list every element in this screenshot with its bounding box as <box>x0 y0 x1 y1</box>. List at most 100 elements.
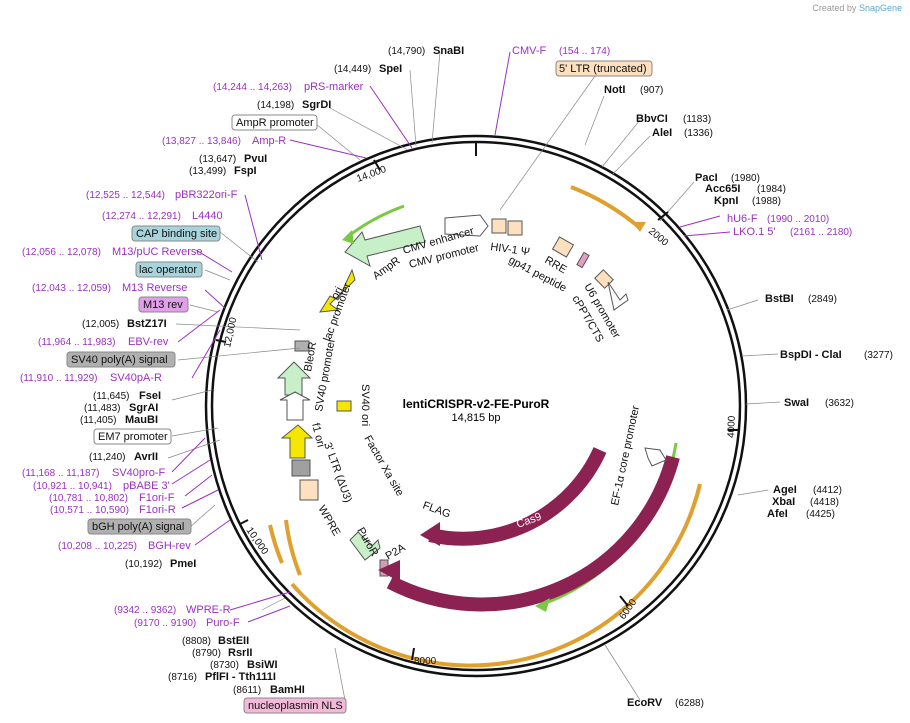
label-em7: EM7 promoter <box>98 431 168 443</box>
primer-prs-marker: pRS-marker <box>304 81 364 93</box>
enzyme-snabi: SnaBI <box>433 45 464 57</box>
feature-green-arrowhead <box>535 598 550 612</box>
orf-arc-right <box>290 483 702 668</box>
feature-ampR-arrow <box>344 225 426 268</box>
label-ori: ori <box>329 285 345 301</box>
label-nucleoplasmin-nls: nucleoplasmin NLS <box>248 700 343 712</box>
enzyme-spei: SpeI <box>379 63 402 75</box>
enzyme-pvui: PvuI <box>244 153 267 165</box>
enzyme-kpni: KpnI <box>714 195 738 207</box>
enzyme-pos-fsei: (11,645) <box>93 391 130 402</box>
feature-f1-ori-arrow <box>279 391 311 421</box>
tick-label-2000: 2000 <box>646 226 670 249</box>
box-bgh-polya <box>87 518 192 535</box>
feature-green-top-arrowhead <box>342 230 354 244</box>
tick-label-14000: 14,000 <box>355 164 388 185</box>
primer-pos-sv40pro-f: (11,168 .. 11,187) <box>22 468 99 479</box>
label-lac-operator: lac operator <box>139 264 197 276</box>
primer-pos-hu6-f: (1990 .. 2010) <box>767 214 829 225</box>
box-sv40-polya <box>66 351 176 368</box>
enzyme-fspi: FspI <box>234 165 257 177</box>
primer-sv40pro-f: SV40pro-F <box>112 467 165 479</box>
enzyme-pos-pvui: (13,647) <box>199 154 236 165</box>
enzyme-acc65i: Acc65I <box>705 183 740 195</box>
label-5ltr: 5' LTR (truncated) <box>559 63 646 75</box>
label-p2a: P2A <box>384 541 409 562</box>
enzyme-sgrdi: SgrDI <box>302 99 331 111</box>
primer-pbr322ori-f: pBR322ori-F <box>175 189 238 201</box>
feature-gp41 <box>576 251 590 269</box>
label-3ltr: 3' LTR (ΔU3) <box>321 441 354 504</box>
enzyme-bspdi-clai: BspDI - ClaI <box>780 349 842 361</box>
primer-pos-sv40pa-r: (11,910 .. 11,929) <box>20 373 97 384</box>
enzyme-pos-avrii: (11,240) <box>89 452 126 463</box>
label-bgh-polya: bGH poly(A) signal <box>92 521 184 533</box>
feature-psi-box <box>507 220 523 236</box>
backbone-inner <box>210 140 742 672</box>
enzyme-pos-xbai: (4418) <box>810 497 839 508</box>
enzyme-pos-spei: (14,449) <box>334 64 371 75</box>
primer-ebv-rev: EBV-rev <box>128 336 169 348</box>
enzyme-pos-sgrdi: (14,198) <box>257 100 294 111</box>
label-ef1a: EF-1α core promoter <box>609 404 642 506</box>
primer-pos-bgh-rev: (10,208 .. 10,225) <box>58 541 137 552</box>
primer-pos-ebv-rev: (11,964 .. 11,983) <box>38 337 115 348</box>
box-nucleoplasmin-nls <box>243 697 347 714</box>
label-f1-ori: f1 ori <box>309 422 327 449</box>
enzyme-paci: PacI <box>695 172 718 184</box>
feature-ef1a-arrow <box>644 447 667 467</box>
label-sv40-polya: SV40 poly(A) signal <box>71 354 168 366</box>
label-ampr: AmpR <box>371 255 403 283</box>
enzyme-pos-bbvci: (1183) <box>683 114 711 125</box>
enzyme-pos-snabi: (14,790) <box>388 46 425 57</box>
enzyme-pos-bsiwi: (8730) <box>210 660 239 671</box>
enzyme-afei: AfeI <box>767 508 788 520</box>
enzyme-pos-pflfi: (8716) <box>168 672 197 683</box>
enzyme-pos-alei: (1336) <box>684 128 713 139</box>
enzyme-avrii: AvrII <box>134 451 158 463</box>
plasmid-name: lentiCRISPR-v2-FE-PuroR <box>403 397 550 411</box>
enzyme-pos-acc65i: (1984) <box>757 184 786 195</box>
enzyme-swai: SwaI <box>784 397 809 409</box>
primer-pos-lko1-5: (2161 .. 2180) <box>790 227 852 238</box>
feature-grey-box <box>291 459 311 477</box>
primer-pos-m13-reverse: (12,043 .. 12,059) <box>32 283 111 294</box>
backbone-outer <box>204 134 748 678</box>
primer-pos-prs-marker: (14,244 .. 14,263) <box>213 82 292 93</box>
primer-wpre-r: WPRE-R <box>186 604 231 616</box>
feature-yellow-arrow <box>280 424 314 459</box>
orf-arc-left-low2 <box>268 524 284 564</box>
enzyme-fsei: FseI <box>139 390 161 402</box>
primer-pos-wpre-r: (9342 .. 9362) <box>114 605 176 616</box>
enzyme-pos-bstz17i: (12,005) <box>82 319 119 330</box>
primer-m13-puc-reverse: M13/pUC Reverse <box>112 246 202 258</box>
enzyme-noti: NotI <box>604 84 625 96</box>
enzyme-pos-maubi: (11,405) <box>80 415 117 426</box>
snapgene-credit: Created by SnapGene <box>812 3 902 13</box>
primer-pos-m13-puc-reverse: (12,056 .. 12,078) <box>22 247 101 258</box>
primer-pos-pbr322ori-f: (12,525 .. 12,544) <box>86 190 165 201</box>
feature-ltr3-box <box>299 479 319 501</box>
box-cap-binding <box>131 225 221 242</box>
feature-bleoR-arrow <box>276 361 312 396</box>
plasmid-size: 14,815 bp <box>452 412 501 424</box>
box-ampr-promoter <box>231 114 318 131</box>
label-m13-rev: M13 rev <box>143 299 183 311</box>
feature-sv40pa-box <box>294 340 310 352</box>
ring-ticks <box>215 143 738 661</box>
feature-ori-arrow <box>319 268 356 313</box>
enzyme-rsrii: RsrII <box>228 647 252 659</box>
box-lac-operator <box>135 261 203 278</box>
primer-hu6-f: hU6-F <box>727 213 758 225</box>
enzyme-alei: AleI <box>652 127 672 139</box>
feature-cas9-head-inner <box>420 522 440 546</box>
tick-label-4000: 4000 <box>726 415 738 438</box>
primer-lko1-5: LKO.1 5' <box>733 226 775 238</box>
enzyme-bbvci: BbvCI <box>636 113 668 125</box>
feature-puroR-arrow <box>349 531 381 561</box>
enzyme-pmei: PmeI <box>170 558 196 570</box>
primer-lines <box>171 51 731 623</box>
enzyme-pos-bamhi: (8611) <box>233 685 261 696</box>
label-cap-binding: CAP binding site <box>136 228 217 240</box>
primer-pos-f1ori-f: (10,781 .. 10,802) <box>49 493 128 504</box>
